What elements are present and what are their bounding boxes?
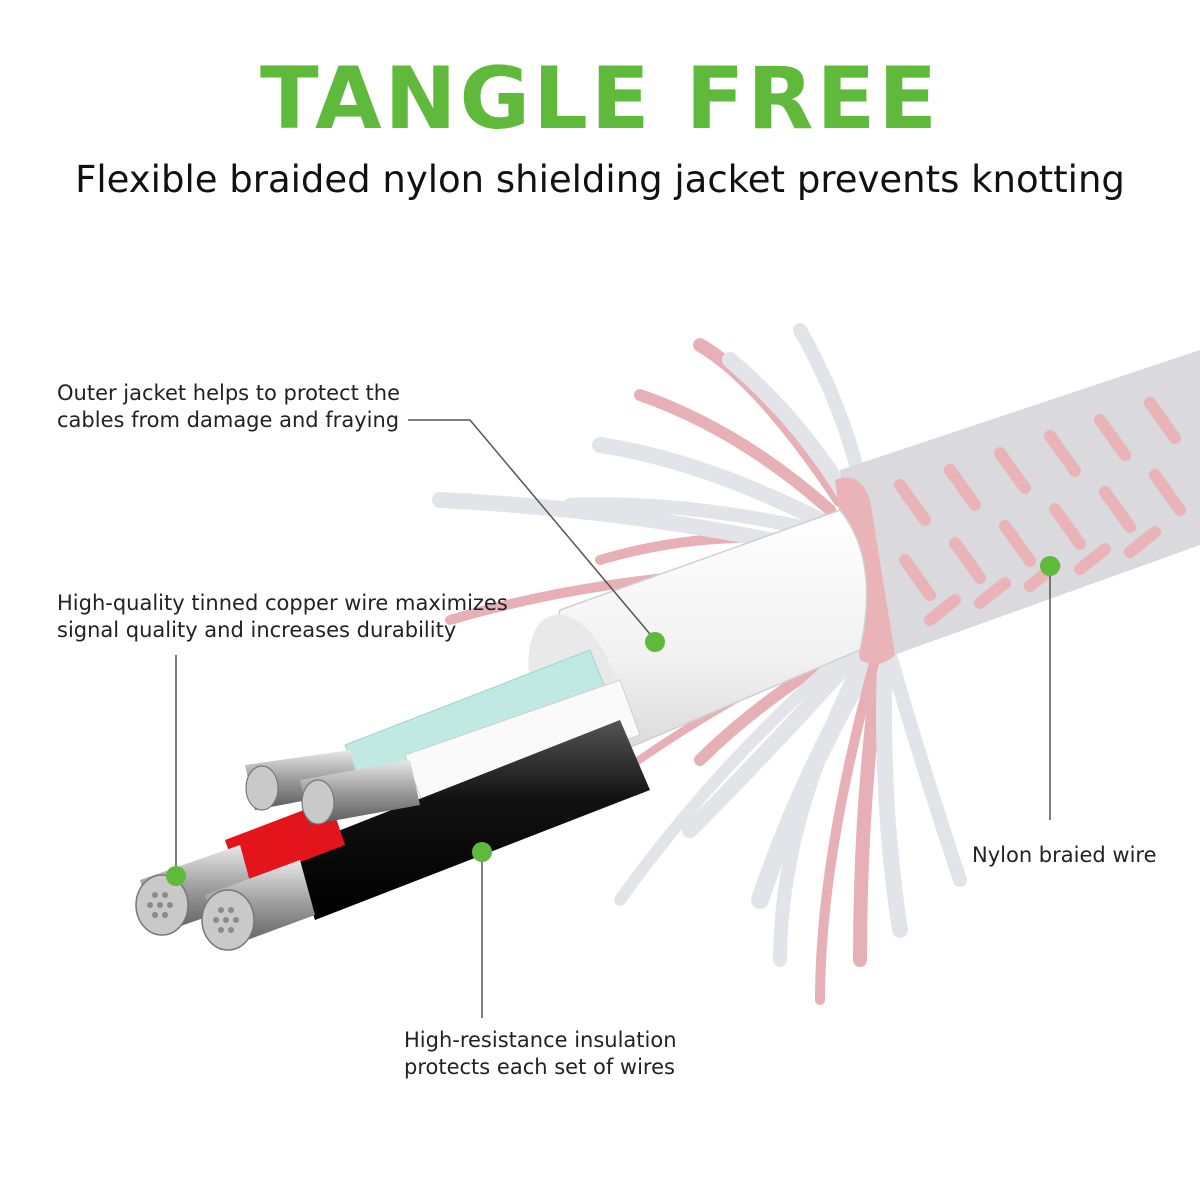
callout-copper-wire: High-quality tinned copper wire maximize… <box>57 590 508 645</box>
black-wire <box>290 720 650 920</box>
leader-outer-jacket <box>408 419 656 641</box>
callout-markers <box>166 556 1060 886</box>
callout-copper-wire-line1: High-quality tinned copper wire maximize… <box>57 591 508 615</box>
callout-insulation-line1: High-resistance insulation <box>404 1028 677 1052</box>
marker-insulation <box>472 842 492 862</box>
marker-copper <box>166 866 186 886</box>
callout-outer-jacket-line2: cables from damage and fraying <box>57 408 400 433</box>
braided-sleeve <box>835 350 1200 664</box>
frayed-strands <box>432 323 967 1005</box>
headline: TANGLE FREE <box>259 49 941 149</box>
callout-outer-jacket-line1: Outer jacket helps to protect the <box>57 381 400 405</box>
callout-nylon-braid-line1: Nylon braied wire <box>972 843 1157 867</box>
callout-insulation-line2: protects each set of wires <box>404 1055 675 1080</box>
callout-outer-jacket: Outer jacket helps to protect the cables… <box>57 380 400 435</box>
leader-lines <box>175 419 1051 1018</box>
callout-nylon-braid: Nylon braied wire <box>972 842 1157 869</box>
marker-outer-jacket <box>645 632 665 652</box>
callout-insulation: High-resistance insulation protects each… <box>404 1027 677 1082</box>
copper-conductors <box>135 750 420 951</box>
white-wire <box>404 679 641 811</box>
callout-copper-wire-line2: signal quality and increases durability <box>57 618 457 643</box>
marker-nylon <box>1040 556 1060 576</box>
subheadline: Flexible braided nylon shielding jacket … <box>75 158 1125 201</box>
